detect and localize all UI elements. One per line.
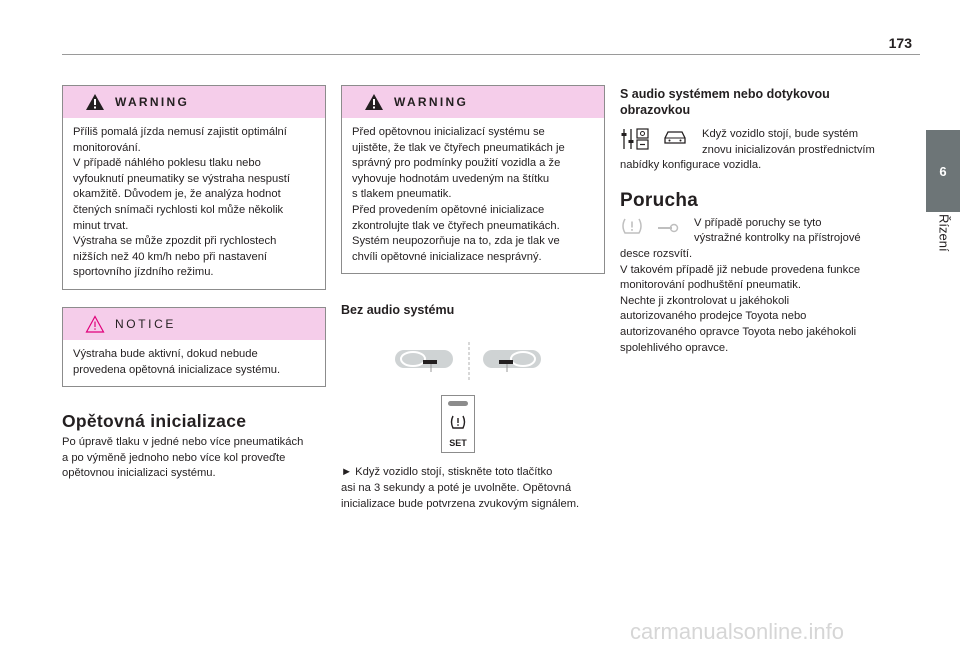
text-line: sportovního jízdního režimu. — [73, 266, 214, 279]
heading-line: obrazovkou — [620, 103, 691, 117]
text-line: V takovém případě již nebude provedena f… — [620, 263, 861, 276]
text-line: monitorování podhuštění pneumatik. — [620, 279, 801, 292]
column-right: S audio systémem nebo dotykovou obrazovk… — [620, 86, 890, 356]
notice-label: NOTICE — [115, 316, 176, 331]
text-line: ► Když vozidlo stojí, stiskněte toto tla… — [341, 466, 553, 479]
text-line: znovu inicializován prostřednictvím — [702, 143, 875, 156]
text-line: minut trvat. — [73, 219, 129, 232]
section-heading-fault: Porucha — [620, 189, 699, 211]
fault-text: desce rozsvítí. V takovém případě již ne… — [620, 247, 890, 356]
text-line: spolehlivého opravce. — [620, 341, 729, 354]
warning-text: Příliš pomalá jízda nemusí zajistit opti… — [63, 118, 325, 289]
text-line: čtených snímači rychlosti kol může někol… — [73, 203, 284, 216]
text-line: Nechte ji zkontrolovat u jakéhokoli — [620, 294, 790, 307]
warning-label: WARNING — [115, 95, 190, 109]
button-indicator — [448, 400, 468, 406]
text-line: správný pro podmínky použití vozidla a ž… — [352, 157, 561, 170]
tire-pressure-warning-icon — [622, 218, 642, 234]
chapter-title: Řízení — [936, 214, 952, 252]
fault-text-right: V případě poruchy se tyto výstražné kont… — [694, 216, 861, 247]
text-line: a po výměně jednoho nebo více kol proveď… — [62, 451, 286, 464]
set-label: SET — [449, 438, 467, 449]
text-line: Před opětovnou inicializací systému se — [352, 126, 545, 138]
text-line: výstražné kontrolky na přístrojové — [694, 232, 861, 245]
text-line: nabídky konfigurace vozidla. — [620, 159, 762, 172]
notice-box: NOTICE Výstraha bude aktivní, dokud nebu… — [62, 306, 326, 388]
text-line: V případě náhlého poklesu tlaku nebo — [73, 157, 261, 170]
warning-icon — [86, 94, 104, 110]
text-line: zkontrolujte tlak ve čtyřech pneumatikác… — [352, 219, 560, 232]
notice-header: NOTICE — [63, 307, 325, 340]
text-line: vyfouknutí pneumatiky se výstraha nespus… — [73, 172, 291, 185]
text-line: autorizovaného prodejce Toyota nebo — [620, 310, 807, 323]
svg-text:carmanualsonline.info: carmanualsonline.info — [630, 620, 844, 644]
warning-box-2: WARNING Před opětovnou inicializací syst… — [341, 85, 605, 275]
fault-row: V případě poruchy se tyto výstražné kont… — [620, 216, 890, 247]
chapter-tab[interactable]: 6 — [926, 130, 960, 212]
settings-menu-icon — [621, 128, 649, 150]
steering-wheel-illustration — [393, 340, 543, 381]
warning-box: WARNING Příliš pomalá jízda nemusí zajis… — [62, 85, 326, 290]
text-line: Po úpravě tlaku v jedné nebo více pneuma… — [62, 436, 304, 449]
car-icon — [664, 131, 686, 144]
text-line: Výstraha se může zpozdit při rychlostech — [73, 235, 277, 248]
column-left: WARNING Příliš pomalá jízda nemusí zajis… — [62, 85, 326, 482]
notice-icon — [85, 315, 105, 333]
text-line: okamžitě. Důvodem je, že analýza hodnot — [73, 188, 281, 201]
text-line: s tlakem pneumatik. — [352, 188, 452, 201]
text-line: Příliš pomalá jízda nemusí zajistit opti… — [73, 126, 287, 138]
section-heading-no-audio: Bez audio systému — [341, 303, 455, 318]
heading-line: S audio systémem nebo dotykovou — [620, 87, 830, 101]
with-audio-row: Když vozidlo stojí, bude systém znovu in… — [620, 127, 890, 158]
text-line: Výstraha bude aktivní, dokud nebude — [73, 347, 258, 360]
text-line: monitorování. — [73, 141, 141, 154]
text-line: chvíli opětovné inicializace nesprávný. — [352, 250, 542, 263]
text-line: Systém neupozorňuje na to, zda je tlak v… — [352, 235, 560, 248]
text-line: opětovnou inicializaci systému. — [62, 467, 216, 480]
steering-wheel-icon — [395, 342, 541, 381]
reinit-text: Po úpravě tlaku v jedné nebo více pneuma… — [62, 435, 326, 482]
top-rule — [62, 54, 920, 55]
text-line: Před provedením opětovné inicializace — [352, 203, 545, 216]
text-line: vyhovuje hodnotám uvedeným na štítku — [352, 172, 550, 185]
text-line: autorizovaného opravce Toyota nebo jakéh… — [620, 325, 857, 338]
warning-label: WARNING — [394, 95, 469, 109]
section-heading-reinit: Opětovná inicializace — [62, 411, 247, 432]
text-line: inicializace bude potvrzena zvukovým sig… — [341, 497, 580, 510]
no-audio-instruction: ► Když vozidlo stojí, stiskněte toto tla… — [341, 465, 605, 512]
section-heading-with-audio: S audio systémem nebo dotykovou obrazovk… — [620, 86, 890, 118]
set-button[interactable]: SET — [441, 395, 475, 454]
text-line: ujistěte, že tlak ve čtyřech pneumatikác… — [352, 141, 565, 154]
tire-pressure-icon — [450, 415, 466, 429]
text-line: Když vozidlo stojí, bude systém — [702, 128, 859, 140]
warning-header: WARNING — [342, 86, 604, 118]
page-number: 173 — [888, 35, 912, 51]
text-line: provedena opětovná inicializace systému. — [73, 363, 281, 376]
watermark-logo: carmanualsonline.info — [630, 620, 844, 644]
warning-icon — [365, 94, 383, 110]
text-line: V případě poruchy se tyto — [694, 216, 822, 229]
warning-text: Před opětovnou inicializací systému se u… — [342, 118, 604, 273]
with-audio-text: nabídky konfigurace vozidla. — [620, 158, 890, 174]
text-line: desce rozsvítí. — [620, 247, 693, 260]
text-line: asi na 3 sekundy a poté je uvolněte. Opě… — [341, 481, 572, 494]
notice-text: Výstraha bude aktivní, dokud nebude prov… — [63, 340, 325, 386]
text-line: nižších než 40 km/h nebo při nastavení — [73, 250, 268, 263]
column-middle: WARNING Před opětovnou inicializací syst… — [341, 85, 605, 512]
warning-header: WARNING — [63, 86, 325, 118]
wrench-icon — [658, 223, 679, 233]
with-audio-text-right: Když vozidlo stojí, bude systém znovu in… — [702, 127, 875, 158]
chapter-number: 6 — [939, 163, 947, 179]
